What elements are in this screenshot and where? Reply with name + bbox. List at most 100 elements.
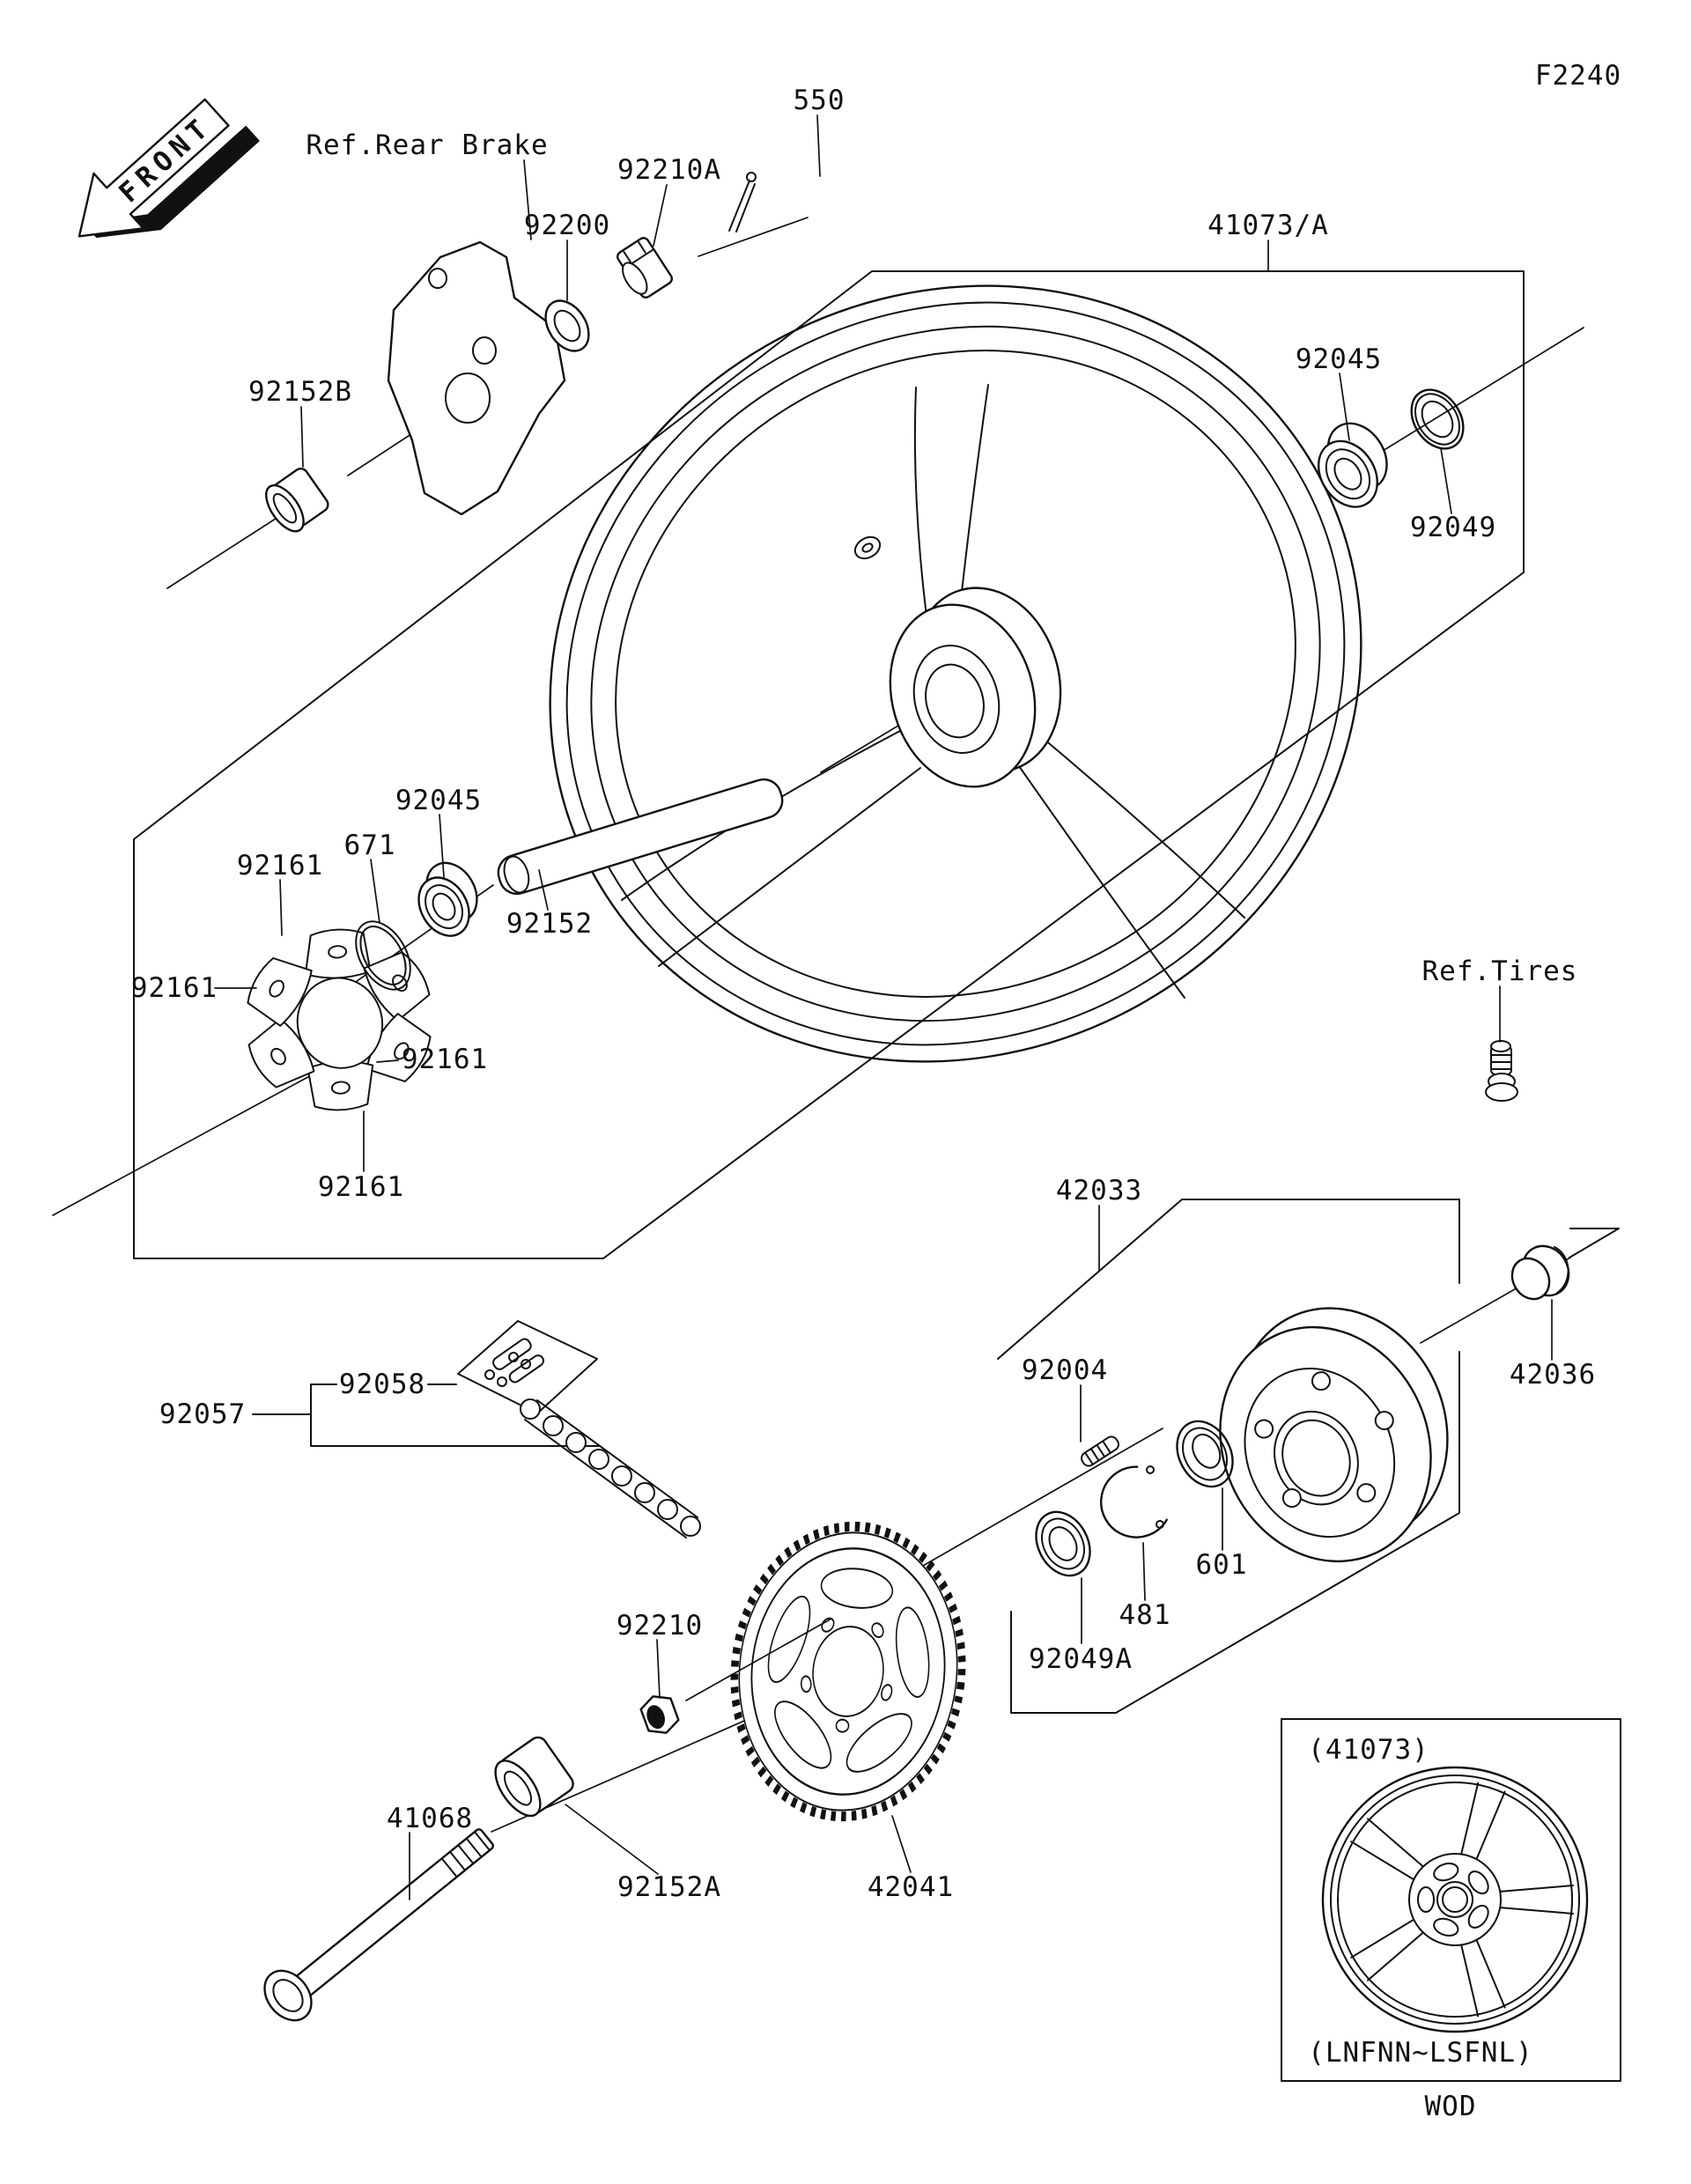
part-label-550: 550 [794, 85, 846, 116]
hub-bore [1281, 1419, 1351, 1497]
chain-link [543, 1415, 564, 1436]
chain-plates [524, 1399, 698, 1538]
seal-601-part [1176, 1420, 1234, 1488]
hub-stud-boss [1281, 1488, 1302, 1509]
bracket-hole-top [428, 268, 447, 289]
inset-hub-hole [1417, 1886, 1435, 1913]
seal601-outer [1176, 1420, 1234, 1488]
valve-threads [1491, 1054, 1511, 1070]
rim-outer-2 [565, 301, 1346, 1046]
seal92049a-outer [1035, 1510, 1091, 1577]
part-label-92152a: 92152A [617, 1871, 721, 1903]
wheel-hub [889, 587, 1062, 788]
joint-kit-92058 [484, 1338, 544, 1387]
chain-link [611, 1465, 632, 1487]
part-label-92049a: 92049A [1029, 1643, 1133, 1675]
outline-hub-assembly-top [997, 1199, 1460, 1360]
ref-tires-label: Ref.Tires [1422, 956, 1578, 987]
seal-mid [1414, 393, 1461, 446]
nut-bore [622, 262, 648, 295]
nut-bore [646, 1705, 665, 1729]
sprocket-bolt-hole [871, 1622, 884, 1638]
axis-damper [52, 1066, 327, 1216]
circlip-ear-1 [1146, 1465, 1155, 1474]
hub-42033-part [1219, 1307, 1449, 1563]
part-label-92161-top: 92161 [237, 850, 323, 882]
chain-link [680, 1516, 701, 1537]
part-label-42036: 42036 [1510, 1359, 1596, 1391]
part-label-92161-bottom: 92161 [318, 1171, 404, 1203]
part-label-92161-left: 92161 [131, 972, 218, 1004]
axis-sprocket-hub [904, 1428, 1163, 1577]
bracket-hole-small [472, 336, 497, 365]
seal-lip [1421, 400, 1454, 439]
circlip-481-part [1100, 1465, 1168, 1538]
part-label-92161-right: 92161 [402, 1044, 488, 1075]
axle-41068-part [263, 1828, 494, 2022]
leader-ref-rear-brake [523, 159, 532, 240]
hub-stud-boss [1374, 1411, 1394, 1431]
part-label-92210a: 92210A [617, 154, 721, 186]
inset-rim-mid [1330, 1774, 1580, 2025]
pin-legs [728, 180, 756, 232]
seal601-bore [1192, 1433, 1222, 1469]
inset-wheel [1321, 1766, 1589, 2033]
hub-stud-boss [1356, 1483, 1377, 1503]
rim-outer [549, 284, 1362, 1063]
part-label-481: 481 [1119, 1599, 1171, 1631]
joint-oring-2 [497, 1376, 507, 1387]
chain-link [634, 1482, 655, 1503]
chain-link [520, 1398, 541, 1420]
ref-rear-brake-label: Ref.Rear Brake [306, 129, 548, 161]
part-label-92057: 92057 [159, 1398, 246, 1430]
part-label-601: 601 [1196, 1549, 1248, 1581]
outline-wheel-assembly [133, 270, 1525, 1259]
seal-92049a-part [1035, 1510, 1091, 1577]
inset-rim-inner [1337, 1782, 1573, 2018]
oring-671-part [355, 920, 411, 991]
sprocket-bolt-hole [881, 1684, 893, 1701]
chain-link [657, 1499, 678, 1520]
joint-oring-3 [508, 1352, 519, 1362]
rim-valve-hole-inner [861, 542, 874, 553]
stud-92004-part [1081, 1435, 1119, 1467]
damper-set-92161 [240, 927, 439, 1112]
spacer-bore [503, 1770, 533, 1806]
axis-brake-row [166, 508, 292, 589]
inset-frame [1281, 1718, 1621, 2082]
sprocket-bore [812, 1626, 884, 1717]
brake-bracket [387, 240, 566, 516]
cap-42036-part [1510, 1244, 1570, 1301]
collar-92152b-part [265, 467, 329, 533]
outline-hub-assembly-bottom [1010, 1351, 1460, 1714]
part-label-671: 671 [344, 830, 396, 861]
seal601-mid [1182, 1427, 1228, 1481]
hub-stud-boss [1254, 1419, 1274, 1439]
part-label-92152b: 92152B [248, 376, 352, 408]
part-labels: F2240 Ref.Rear Brake 550 92210A 92200 41… [131, 60, 1621, 1903]
inset-hub-hole [1467, 1904, 1489, 1929]
sprocket-cutout [846, 1713, 912, 1773]
outline-hub-assembly-corner [1569, 1228, 1620, 1258]
part-label-41073a: 41073/A [1207, 210, 1329, 241]
assembly-outlines [133, 270, 1620, 1714]
sprocket-bolt-hole [800, 1675, 812, 1693]
oring-inner [359, 926, 407, 985]
cap-face [1510, 1257, 1551, 1301]
part-label-92045-mid: 92045 [395, 785, 482, 816]
bearing-bore [432, 892, 456, 921]
part-label-92058: 92058 [339, 1369, 425, 1400]
chain-92057 [520, 1398, 701, 1538]
cotter-pin-550-part [728, 172, 757, 232]
chain-link [588, 1449, 609, 1470]
wheel-drawing [549, 284, 1362, 1063]
collar-tube [497, 778, 784, 896]
joint-oring-1 [484, 1369, 495, 1380]
bracket-hole-large [445, 373, 491, 424]
part-label-92152: 92152 [506, 908, 593, 940]
joint-oring-4 [521, 1359, 531, 1369]
joint-pin-plate [492, 1338, 532, 1370]
damper-bore [296, 977, 384, 1069]
leader-92152a [565, 1804, 659, 1875]
